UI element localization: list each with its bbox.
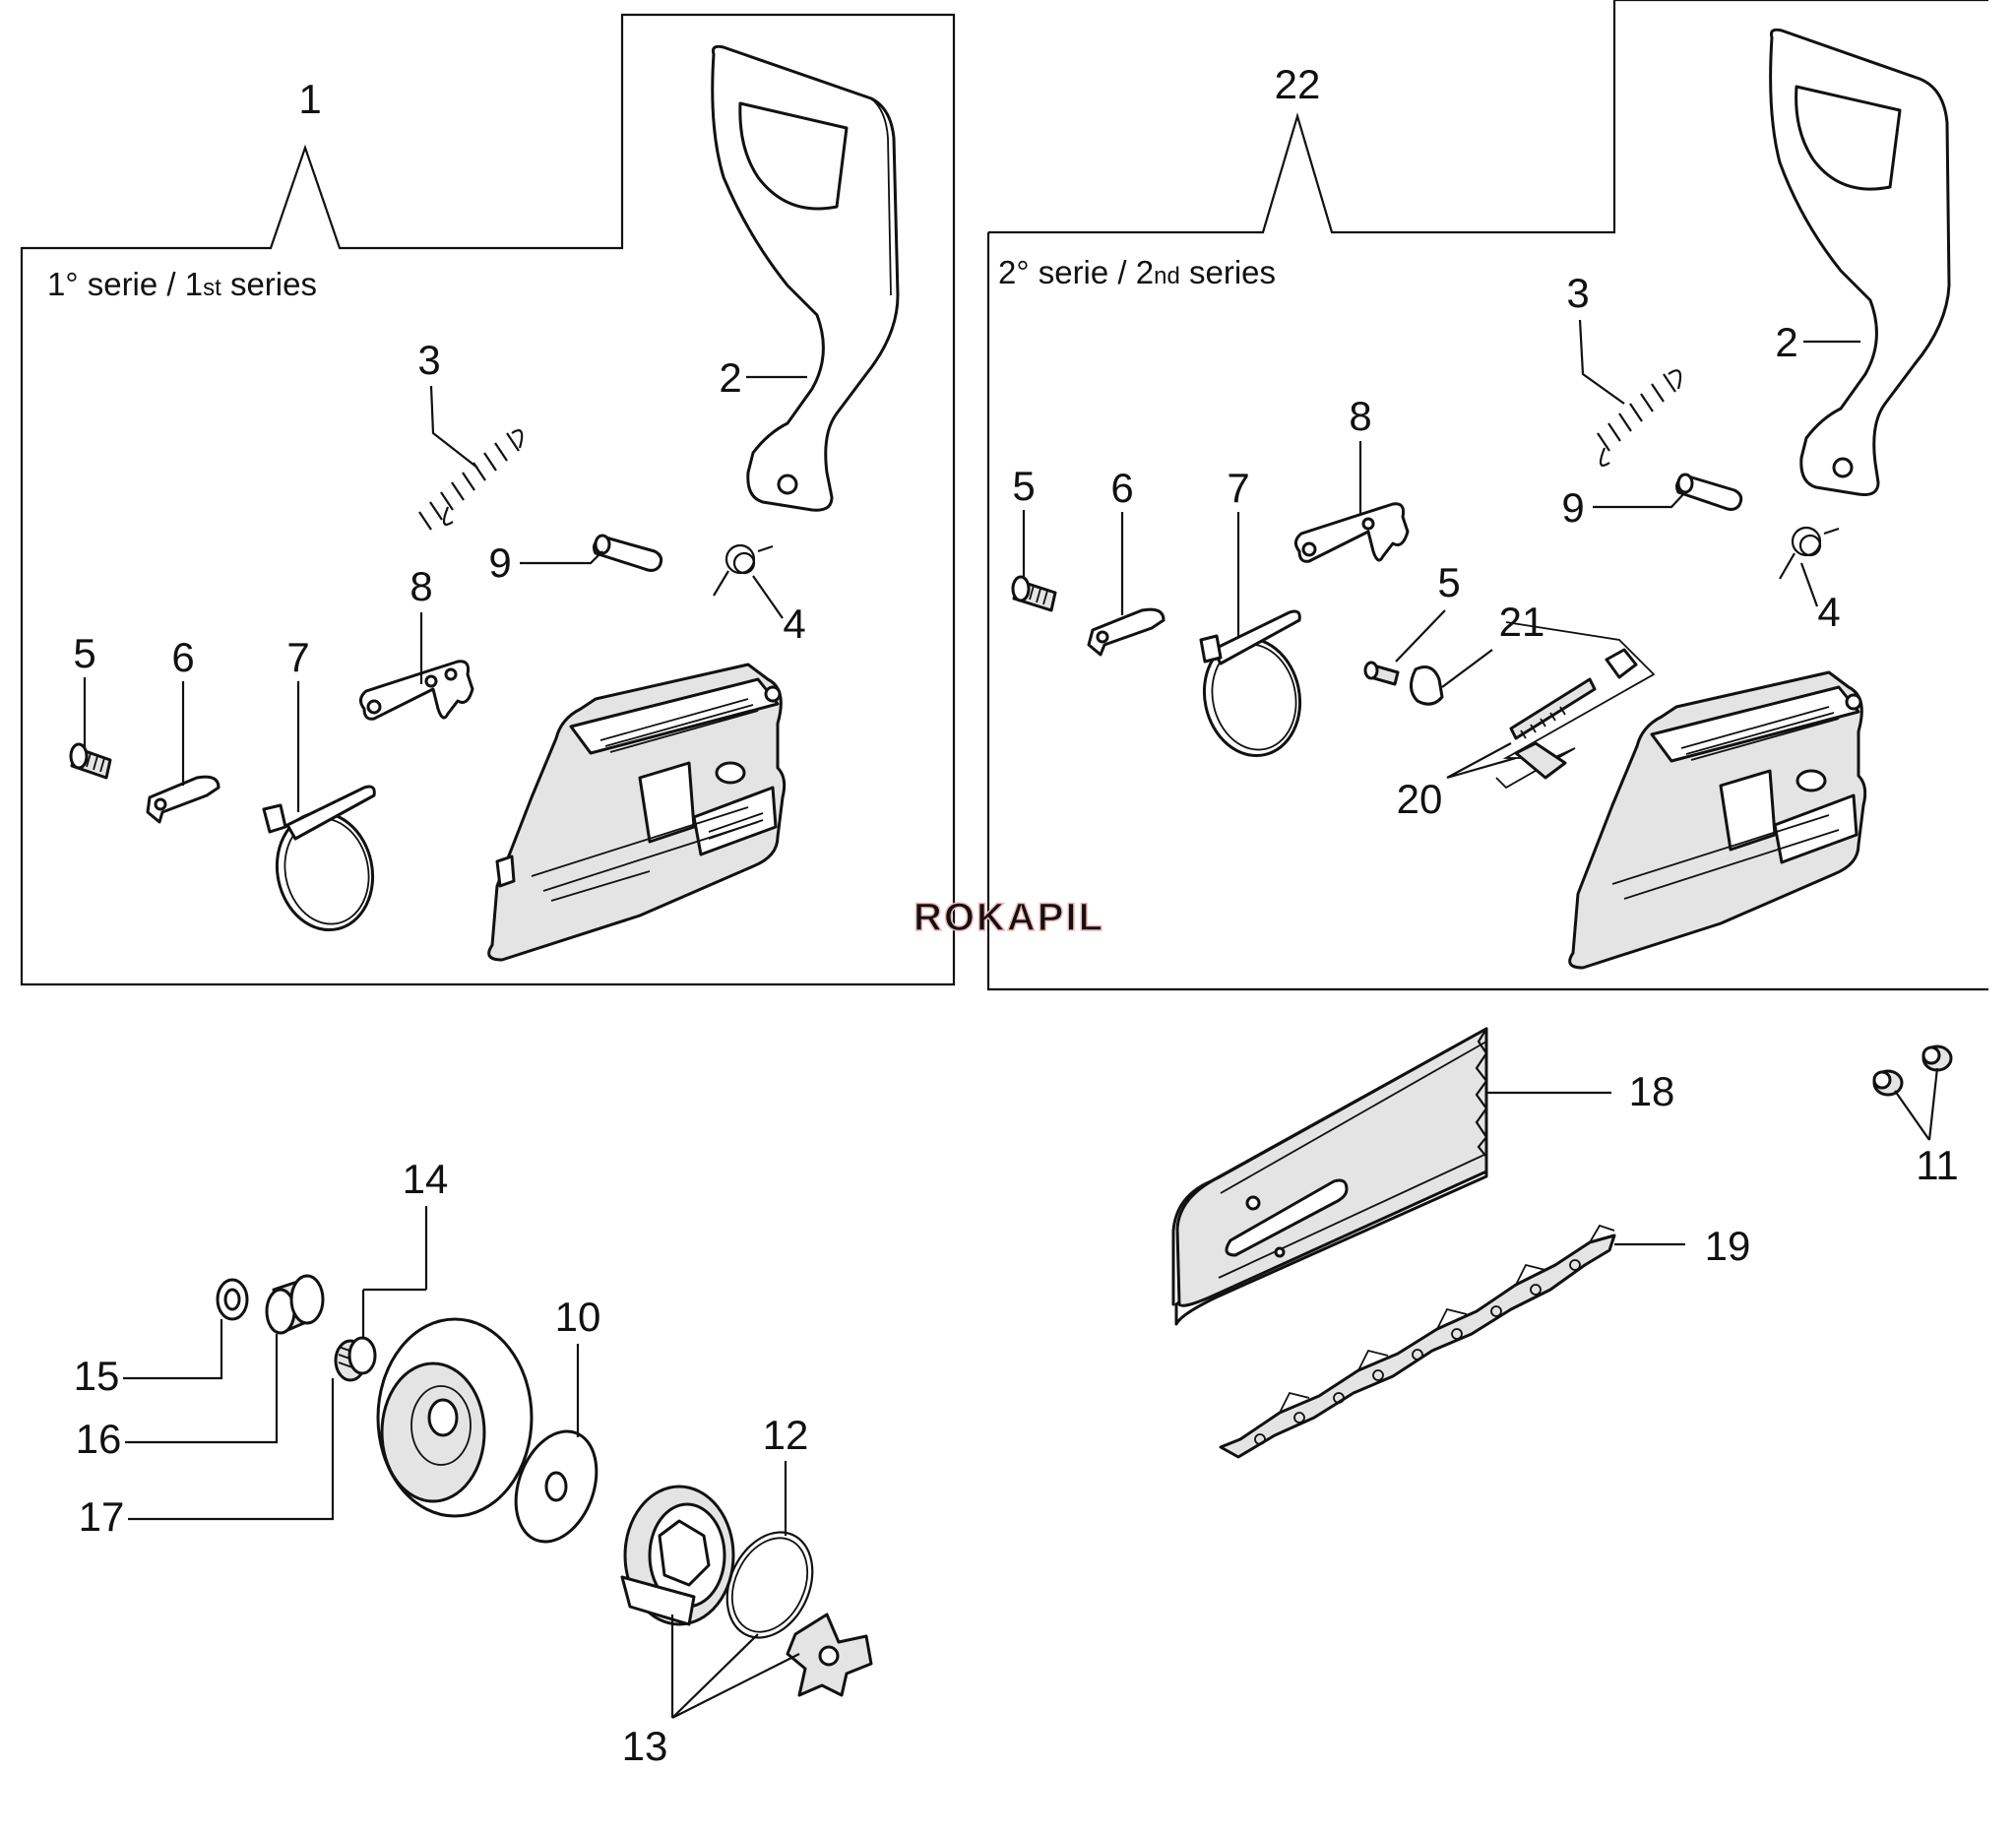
callout-7: 7 [286, 634, 309, 680]
clutch-cover-part [487, 663, 787, 962]
brake-handle-part-2 [1769, 28, 1951, 496]
callout-5-clamp: 5 [1437, 559, 1460, 605]
clutch-shoes-part [620, 1485, 735, 1626]
callout-19: 19 [1705, 1223, 1751, 1269]
callout-10: 10 [555, 1294, 601, 1340]
pin-part-2 [1675, 473, 1743, 511]
panel-1-series-label: 1° serie / 1st series [47, 266, 317, 302]
callout-6: 6 [171, 634, 194, 680]
screw-part-2 [1011, 575, 1057, 612]
callout-4: 4 [783, 601, 805, 647]
clutch-drum-part [376, 1317, 534, 1518]
callout-5-second: 5 [1012, 463, 1035, 509]
brake-band-part [262, 785, 376, 932]
callout-13: 13 [622, 1723, 668, 1769]
callout-6-second: 6 [1110, 465, 1133, 511]
callout-22: 22 [1275, 61, 1321, 107]
spring-part-2 [1597, 369, 1682, 467]
clamp-screw-part [1363, 661, 1444, 706]
lever-part-2 [1294, 502, 1410, 563]
callout-5: 5 [73, 630, 95, 676]
spring-part [418, 429, 524, 531]
panel-1-frame [20, 13, 956, 986]
panel-2-series-label: 2° serie / 2nd series [998, 254, 1276, 290]
callout-7-second: 7 [1227, 465, 1249, 511]
callout-20: 20 [1397, 776, 1443, 822]
clutch-cover-part-2 [1568, 670, 1867, 970]
tensioner-part [1495, 621, 1656, 790]
bar-chain-assembly: 18 19 11 [1171, 1027, 1959, 1459]
large-washer-part [514, 1429, 598, 1544]
panel-1-callouts: 1 2 3 4 5 6 7 8 9 [73, 76, 807, 812]
panel-2-frame [986, 0, 1988, 991]
pin-part [593, 534, 663, 572]
guide-bar-part [1171, 1027, 1488, 1326]
callout-12: 12 [763, 1412, 809, 1458]
callout-2: 2 [719, 354, 741, 401]
callout-1: 1 [298, 76, 321, 122]
clutch-callouts: 14 10 12 13 15 16 17 [74, 1156, 809, 1769]
brake-handle-part [711, 44, 900, 512]
callout-15: 15 [74, 1353, 120, 1399]
callout-11: 11 [1916, 1142, 1959, 1188]
callout-3-second: 3 [1566, 270, 1589, 316]
bar-chain-callouts: 18 19 11 [1486, 1067, 1959, 1269]
callout-21: 21 [1499, 599, 1545, 645]
callout-16: 16 [76, 1416, 122, 1462]
screw-part [69, 742, 112, 780]
bracket-part [146, 775, 220, 824]
callout-9-second: 9 [1561, 484, 1584, 531]
torsion-spring-part [713, 543, 774, 597]
callout-8: 8 [410, 563, 432, 609]
panel-second-series: 2° serie / 2nd series [986, 0, 1988, 991]
callout-18: 18 [1629, 1068, 1675, 1114]
clutch-hub-part [786, 1613, 873, 1697]
panel-2-callouts: 22 2 3 4 5 6 7 8 9 5 21 20 [1012, 61, 1860, 822]
watermark-text: ROKAPIL [914, 896, 1104, 939]
bushing-part [265, 1274, 325, 1335]
callout-2-second: 2 [1775, 319, 1797, 365]
ring-spring-part [725, 1531, 814, 1639]
bracket-part-2 [1087, 607, 1166, 657]
callout-17: 17 [79, 1493, 125, 1540]
callout-9: 9 [488, 539, 511, 586]
washer-part [216, 1278, 249, 1321]
clutch-assembly: 14 10 12 13 15 16 17 [74, 1156, 873, 1769]
callout-14: 14 [403, 1156, 449, 1202]
panel-first-series: 1° serie / 1st series [20, 13, 956, 986]
brake-band-part-2 [1199, 609, 1302, 758]
needle-bearing-part [334, 1336, 377, 1382]
saw-chain-part [1219, 1224, 1616, 1459]
callout-8-second: 8 [1349, 393, 1371, 439]
torsion-spring-part-2 [1779, 526, 1840, 580]
lever-part [359, 660, 474, 721]
callout-4-second: 4 [1817, 589, 1840, 635]
nuts-part [1872, 1045, 1953, 1097]
callout-3: 3 [417, 337, 440, 383]
